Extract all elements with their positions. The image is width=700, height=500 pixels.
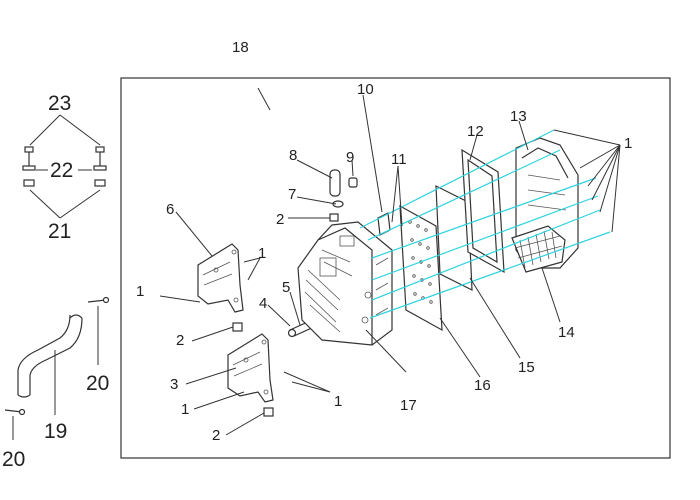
callout-11: 11 [391, 151, 407, 168]
nut-2-c [329, 213, 339, 222]
callout-18: 18 [232, 39, 249, 56]
bracket-6 [197, 243, 244, 313]
callout-19: 19 [44, 420, 67, 443]
assembly-frame [120, 77, 671, 459]
callout-1-a: 1 [136, 283, 144, 300]
cover-grille-14 [511, 225, 566, 273]
callout-5: 5 [282, 279, 290, 296]
callout-15: 15 [518, 359, 535, 376]
callout-4: 4 [259, 295, 267, 312]
callout-2-a: 2 [176, 332, 184, 349]
callout-6: 6 [166, 201, 174, 218]
callout-23: 23 [48, 92, 71, 115]
bracket-3 [227, 333, 274, 403]
callout-8: 8 [289, 147, 297, 164]
clip-7 [332, 200, 344, 208]
hose-19 [17, 314, 83, 415]
cap-9 [348, 177, 358, 188]
leader-lines [159, 87, 621, 436]
callout-13: 13 [510, 108, 527, 125]
callout-21: 21 [48, 220, 71, 243]
callout-2-b: 2 [212, 427, 220, 444]
callout-17: 17 [400, 397, 417, 414]
callout-7: 7 [288, 186, 296, 203]
callout-12: 12 [467, 123, 484, 140]
callout-1-d: 1 [334, 393, 342, 410]
callout-20-b: 20 [2, 448, 25, 471]
callout-1-c: 1 [181, 401, 189, 418]
callout-3: 3 [170, 376, 178, 393]
callout-20-a: 20 [86, 372, 109, 395]
bolt-20-top [87, 296, 110, 365]
callout-9: 9 [346, 149, 354, 166]
tube-8 [329, 169, 341, 197]
callout-1-e: 1 [624, 135, 632, 152]
callout-16: 16 [474, 377, 491, 394]
alignment-lines [359, 129, 611, 319]
filter-element-16 [399, 204, 443, 332]
fastener-group-21-23 [22, 114, 107, 219]
callout-10: 10 [357, 81, 374, 98]
callout-1-b: 1 [258, 245, 266, 262]
callout-2-c: 2 [276, 211, 284, 228]
nut-2-b [263, 407, 274, 417]
callout-22: 22 [50, 159, 73, 182]
filter-housing-17 [297, 221, 393, 346]
bolt-20-bottom [4, 408, 26, 440]
nut-2-a [232, 322, 243, 332]
callout-14: 14 [558, 324, 575, 341]
